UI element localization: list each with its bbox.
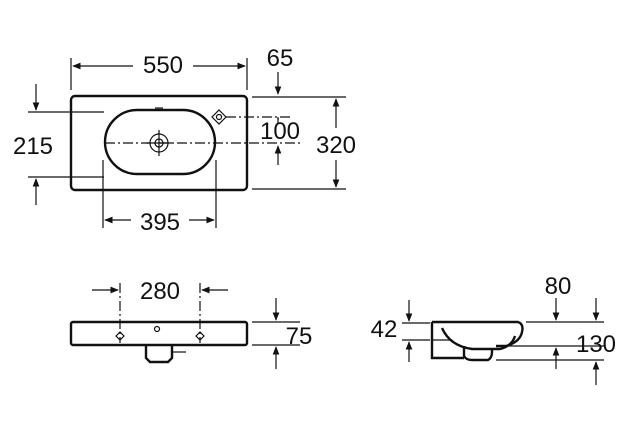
dim-side-total: 130 xyxy=(576,331,616,358)
dim-tap-offset: 65 xyxy=(267,45,294,72)
basin-side-profile xyxy=(430,320,524,360)
side-view: 42 80 130 xyxy=(371,273,616,385)
dim-side-rim: 42 xyxy=(371,316,398,343)
bowl-oval xyxy=(103,108,217,176)
basin-front-outline xyxy=(69,320,249,347)
front-view: 280 75 xyxy=(69,278,313,369)
dim-top-width: 550 xyxy=(143,52,183,79)
top-view: 550 65 100 320 215 395 xyxy=(13,45,356,236)
dim-tap-to-bowl: 100 xyxy=(260,118,300,145)
dim-front-height: 75 xyxy=(286,323,313,350)
dim-bowl-width: 395 xyxy=(140,209,180,236)
tap-hole-icon xyxy=(211,109,227,125)
dim-side-top: 80 xyxy=(545,273,572,300)
dim-front-width: 280 xyxy=(140,278,180,305)
dim-left-height: 215 xyxy=(13,133,53,160)
dim-depth: 320 xyxy=(316,132,356,159)
basin-top-outline xyxy=(69,94,249,192)
